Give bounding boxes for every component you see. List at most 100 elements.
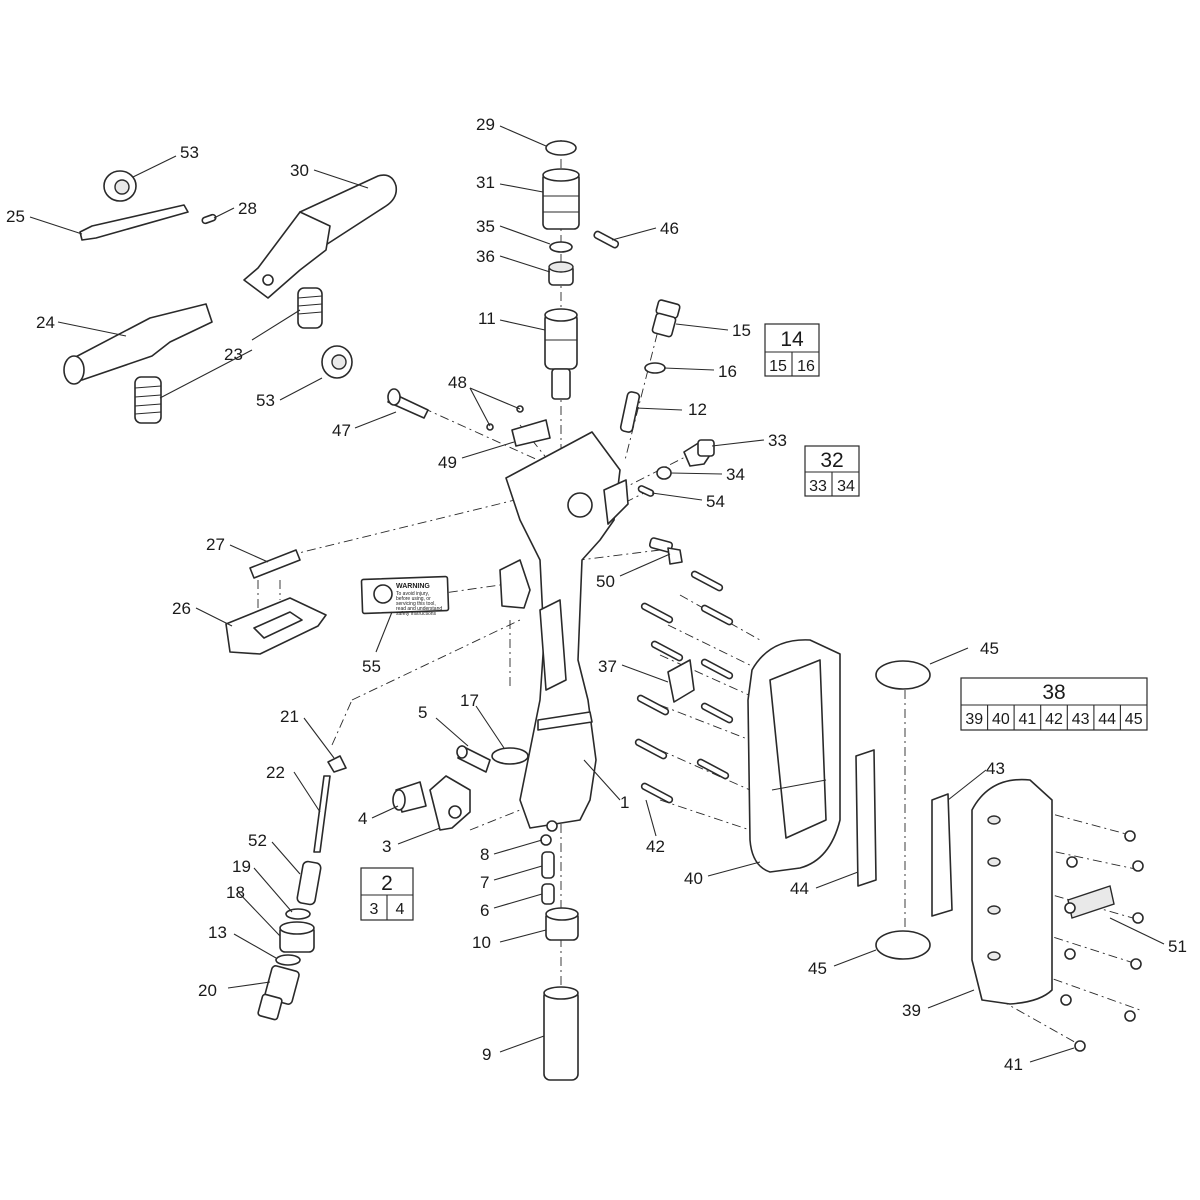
part-52-spring bbox=[296, 860, 322, 906]
part-45-ring-top bbox=[875, 660, 931, 690]
callout-7: 7 bbox=[480, 873, 489, 892]
part-11-piston bbox=[544, 308, 578, 400]
callout-36: 36 bbox=[476, 247, 495, 266]
part-55-warning-decal bbox=[360, 575, 450, 615]
callout-18: 18 bbox=[226, 883, 245, 902]
part-3-latch bbox=[429, 775, 471, 831]
callout-39: 39 bbox=[902, 1001, 921, 1020]
kit-14-title: 14 bbox=[780, 328, 804, 351]
part-31-valve-sleeve bbox=[542, 168, 580, 230]
kit-table-38: 38 39 40 41 42 43 44 45 bbox=[960, 677, 1148, 731]
part-5-pin bbox=[456, 745, 491, 773]
callout-25: 25 bbox=[6, 207, 25, 226]
part-49-plate bbox=[511, 419, 551, 447]
part-20-air-inlet bbox=[257, 965, 300, 1021]
callout-5: 5 bbox=[418, 703, 427, 722]
part-36-bushing bbox=[548, 261, 574, 286]
part-42-bolts bbox=[634, 570, 734, 804]
part-40-muffler-front bbox=[747, 639, 841, 873]
callout-51: 51 bbox=[1168, 937, 1187, 956]
callout-48: 48 bbox=[448, 373, 467, 392]
kit-14-part-1: 16 bbox=[797, 358, 815, 375]
callout-46: 46 bbox=[660, 219, 679, 238]
callout-9: 9 bbox=[482, 1045, 491, 1064]
part-29-o-ring bbox=[545, 140, 577, 156]
callout-27: 27 bbox=[206, 535, 225, 554]
part-7-spring bbox=[541, 851, 555, 879]
callout-29: 29 bbox=[476, 115, 495, 134]
callout-54: 54 bbox=[706, 492, 725, 511]
callout-4: 4 bbox=[358, 809, 367, 828]
part-1-main-body bbox=[499, 431, 629, 832]
part-48-pin-b bbox=[486, 423, 494, 431]
kit-38-part-6: 45 bbox=[1125, 711, 1143, 728]
callout-1: 1 bbox=[620, 793, 629, 812]
kit-32-title: 32 bbox=[820, 449, 843, 472]
callout-26: 26 bbox=[172, 599, 191, 618]
part-44-seal-strip bbox=[855, 749, 877, 887]
callout-35: 35 bbox=[476, 217, 495, 236]
callout-40: 40 bbox=[684, 869, 703, 888]
callout-10: 10 bbox=[472, 933, 491, 952]
callout-3: 3 bbox=[382, 837, 391, 856]
callout-17: 17 bbox=[460, 691, 479, 710]
callout-24: 24 bbox=[36, 313, 55, 332]
kit-32-part-1: 34 bbox=[837, 478, 855, 495]
warning-line-4: read and understand bbox=[396, 606, 442, 612]
callout-43: 43 bbox=[986, 759, 1005, 778]
callout-33: 33 bbox=[768, 431, 787, 450]
kit-38-part-0: 39 bbox=[965, 711, 983, 728]
kit-table-32: 32 33 34 bbox=[804, 445, 860, 497]
kit-14-part-0: 15 bbox=[769, 358, 787, 375]
part-30-handle bbox=[243, 174, 398, 299]
kit-38-part-5: 44 bbox=[1098, 711, 1116, 728]
part-6-plunger bbox=[541, 883, 555, 905]
callout-30: 30 bbox=[290, 161, 309, 180]
callout-11: 11 bbox=[478, 309, 496, 328]
leader-lines bbox=[29, 125, 1165, 1063]
part-46-pin bbox=[593, 230, 620, 249]
callout-labels: 29 31 35 36 46 11 15 16 12 33 34 54 53 3… bbox=[6, 115, 1187, 1074]
warning-line-5: safety instructions bbox=[396, 611, 437, 617]
part-50-bolt bbox=[648, 537, 683, 565]
part-54-pin bbox=[637, 485, 655, 497]
part-17-retaining-ring bbox=[491, 747, 529, 765]
callout-47: 47 bbox=[332, 421, 351, 440]
part-47-pivot-pin bbox=[387, 388, 429, 419]
kit-38-part-1: 40 bbox=[992, 711, 1010, 728]
callout-41: 41 bbox=[1004, 1055, 1023, 1074]
part-37-gasket bbox=[667, 659, 695, 703]
callout-42: 42 bbox=[646, 837, 665, 856]
part-39-muffler-rear bbox=[971, 778, 1053, 1005]
callout-20: 20 bbox=[198, 981, 217, 1000]
part-51-decal bbox=[1067, 885, 1115, 919]
part-13-o-ring bbox=[275, 954, 301, 966]
kit-38-title: 38 bbox=[1042, 681, 1065, 704]
callout-19: 19 bbox=[232, 857, 251, 876]
callout-53-top: 53 bbox=[180, 143, 199, 162]
part-10-bushing bbox=[545, 907, 579, 941]
part-21-cap bbox=[327, 755, 347, 773]
callout-21: 21 bbox=[280, 707, 299, 726]
callout-53-lower: 53 bbox=[256, 391, 275, 410]
part-41-nuts bbox=[1060, 830, 1144, 1052]
callout-6: 6 bbox=[480, 901, 489, 920]
part-4-bushing bbox=[392, 781, 427, 813]
part-9-chuck-bushing bbox=[543, 986, 579, 1081]
kit-table-2: 2 3 4 bbox=[360, 867, 414, 921]
part-8-ball bbox=[540, 834, 552, 846]
part-22-rod bbox=[313, 775, 331, 853]
part-27-label bbox=[249, 549, 301, 579]
callout-12: 12 bbox=[688, 400, 707, 419]
warning-line-2: before using, or bbox=[396, 596, 431, 602]
callout-44: 44 bbox=[790, 879, 809, 898]
kit-2-part-0: 3 bbox=[370, 901, 379, 918]
part-19-o-ring bbox=[285, 908, 311, 920]
part-45-ring-bottom bbox=[875, 930, 931, 960]
callout-22: 22 bbox=[266, 763, 285, 782]
part-16-o-ring bbox=[644, 362, 666, 374]
callout-15: 15 bbox=[732, 321, 751, 340]
kit-38-part-3: 42 bbox=[1045, 711, 1063, 728]
callout-34: 34 bbox=[726, 465, 745, 484]
